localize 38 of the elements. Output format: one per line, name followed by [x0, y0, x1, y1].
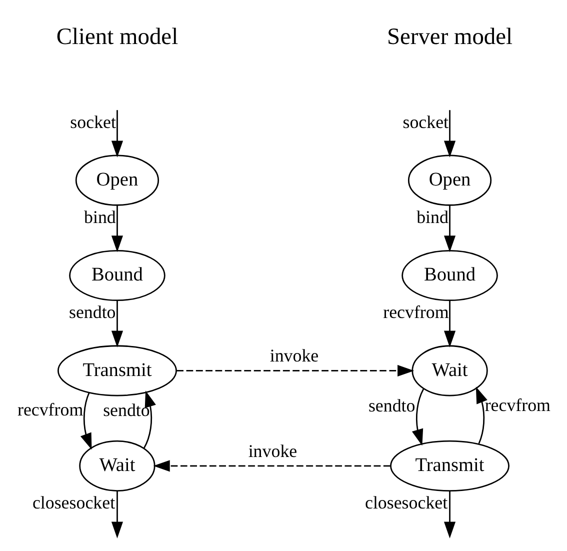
- arrow: [443, 300, 456, 348]
- edge-label: socket: [402, 112, 448, 132]
- node-ellipse: Transmit: [57, 345, 176, 396]
- arrow: [80, 392, 92, 450]
- arrow: [152, 460, 390, 472]
- arrow: [443, 110, 456, 158]
- arrow: [411, 388, 424, 446]
- edge-label: recvfrom: [16, 400, 83, 420]
- arrow: [443, 491, 456, 538]
- node-ellipse: Transmit: [390, 440, 509, 492]
- arrow: [110, 300, 123, 348]
- label: Server model: [386, 24, 512, 50]
- edge-label: closesocket: [32, 492, 115, 513]
- arrow: [110, 491, 123, 538]
- arrow: [142, 390, 156, 449]
- edge-label: recvfrom: [484, 394, 550, 415]
- edge-label: bind: [416, 206, 448, 227]
- edge-label: sendto: [102, 400, 150, 420]
- node-ellipse: Wait: [411, 345, 488, 396]
- arrow: [443, 205, 456, 252]
- edge-label: recvfrom: [382, 302, 448, 322]
- label: Client model: [56, 24, 178, 50]
- node-ellipse: Bound: [68, 250, 165, 302]
- node-ellipse: Open: [74, 154, 159, 206]
- edge-label: bind: [84, 206, 116, 227]
- arrow: [110, 110, 123, 158]
- arrow: [110, 205, 123, 252]
- node-ellipse: Bound: [401, 250, 498, 302]
- edge-label: closesocket: [364, 492, 448, 513]
- edge-label: invoke: [269, 346, 318, 366]
- edge-label: invoke: [248, 440, 297, 461]
- arrow: [475, 386, 487, 444]
- edge-label: sendto: [68, 302, 116, 322]
- arrow: [176, 364, 414, 377]
- edge-label: sendto: [368, 395, 415, 416]
- node-ellipse: Open: [407, 154, 492, 206]
- edge-label: socket: [70, 112, 116, 132]
- node-ellipse: Wait: [78, 440, 155, 492]
